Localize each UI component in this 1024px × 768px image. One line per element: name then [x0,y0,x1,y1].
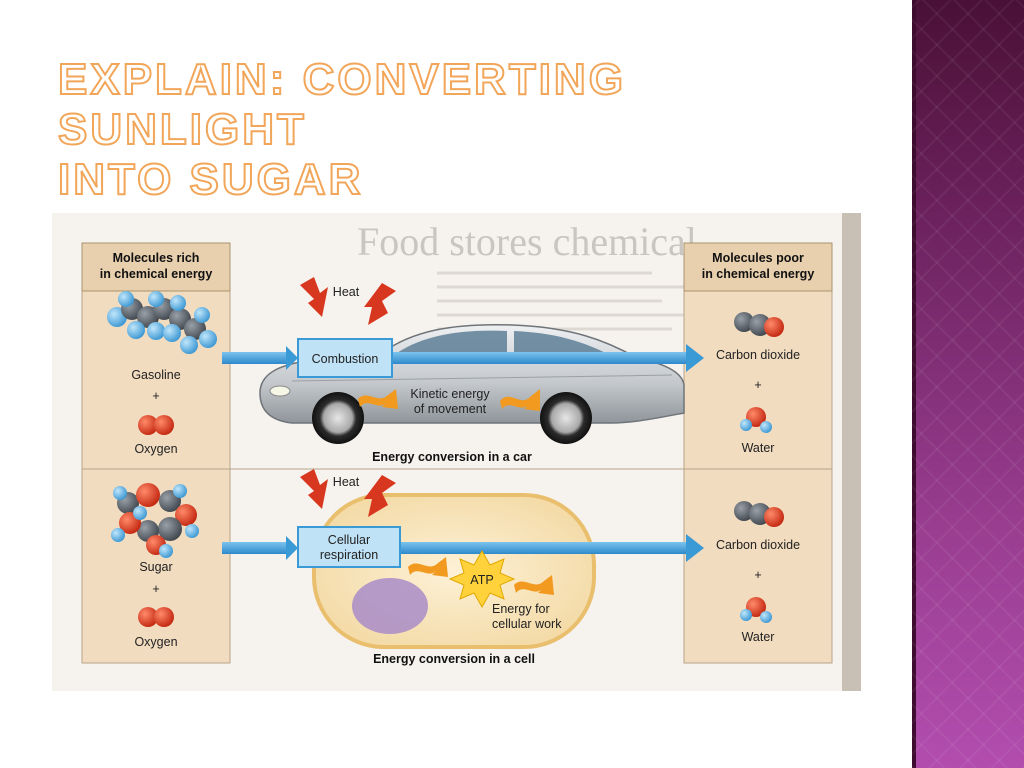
left-header-line-2: in chemical energy [100,267,213,281]
right-header-box [683,242,833,292]
front-wheel [312,392,364,444]
kinetic-energy-arrows [358,389,540,411]
water-molecule-cell [740,597,772,623]
co2-molecule-cell [734,501,784,527]
cell-heat-label: Heat [333,475,360,489]
heat-arrows-cell [300,469,396,517]
cell-caption: Energy conversion in a cell [373,652,535,666]
combustion-box [297,338,393,378]
water-molecule-car [740,407,772,433]
left-header-line-1: Molecules rich [113,251,200,265]
gasoline-label: Gasoline [131,368,180,382]
rear-wheel [540,392,592,444]
combustion-label: Combustion [312,352,379,366]
sugar-label: Sugar [139,560,172,574]
atp-starburst [448,549,516,609]
car-product-plus: + [754,378,761,392]
car-heat-label: Heat [333,285,360,299]
kinetic-line-2: of movement [414,402,487,416]
co2-molecule-car [734,312,784,337]
car-oxygen-label: Oxygen [134,442,177,456]
left-header-box [81,242,231,292]
car-water-label: Water [742,441,775,455]
cell-oxygen-label: Oxygen [134,635,177,649]
oxygen-molecule-car [138,415,174,435]
title-line-1: Explain: Converting sunlight [57,54,626,155]
right-molecule-panel [683,242,833,664]
energy-work-line-1: Energy for [492,602,550,616]
diamond-pattern [912,0,1024,768]
right-header-line-1: Molecules poor [712,251,804,265]
cell-product-plus: + [754,568,761,582]
cell-water-label: Water [742,630,775,644]
cell-co2-label: Carbon dioxide [716,538,800,552]
decorative-sidebar [912,0,1024,768]
background-text-lines [437,271,702,331]
respiration-line-1: Cellular [328,533,370,547]
energy-conversion-figure: Food stores chemical Molecules rich in c… [52,213,861,691]
car-co2-label: Carbon dioxide [716,348,800,362]
atp-label: ATP [470,573,493,587]
atp-energy-arrows [408,557,554,595]
respiration-box [297,526,401,568]
car-flow-arrow [222,344,704,372]
cell-flow-arrow [222,534,704,562]
title-line-2: into sugar [57,154,364,205]
respiration-line-2: respiration [320,548,378,562]
cell-nucleus [352,578,428,634]
sugar-molecule [111,483,199,558]
kinetic-line-1: Kinetic energy [410,387,490,401]
oxygen-molecule-cell [138,607,174,627]
gasoline-molecule [107,291,217,354]
book-spine-shadow [842,213,861,691]
right-header-line-2: in chemical energy [702,267,815,281]
car-reactant-plus: + [152,389,159,403]
energy-work-line-2: cellular work [492,617,562,631]
cell-reactant-plus: + [152,582,159,596]
background-heading: Food stores chemical [357,219,697,264]
car-caption: Energy conversion in a car [372,450,532,464]
slide-title: Explain: Converting sunlight into sugar [57,54,878,205]
heat-arrows-car [300,277,396,325]
